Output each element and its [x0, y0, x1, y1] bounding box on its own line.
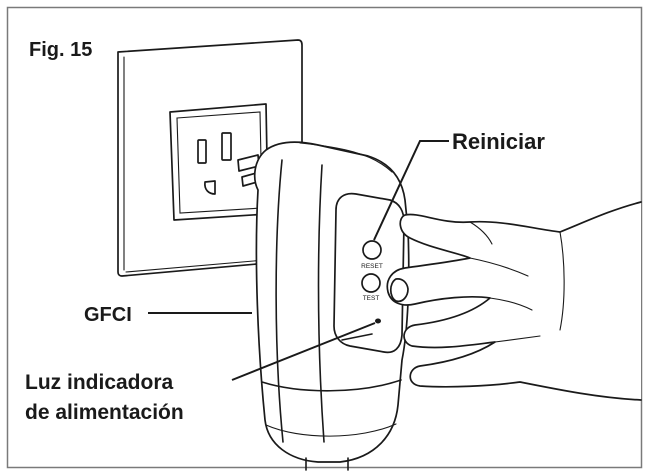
outlet-slot-right [221, 132, 232, 161]
figure-label: Fig. 15 [29, 39, 92, 61]
figure-frame [6, 6, 643, 469]
indicator-light [375, 318, 381, 324]
gfci-device: RESET TEST [253, 141, 410, 471]
callout-indicator-light: Luz indicadora de alimentación [25, 322, 376, 424]
wall-outlet [169, 103, 269, 221]
test-button-text: TEST [363, 295, 380, 302]
outlet-slot-left [197, 139, 207, 164]
hand [386, 201, 642, 401]
outlet-ground-hole [204, 180, 216, 195]
callout-indicator-line2: de alimentación [25, 401, 184, 424]
reset-button-text: RESET [361, 263, 383, 270]
gfci-front-panel [333, 192, 405, 354]
callout-reset-label: Reiniciar [452, 129, 545, 154]
callout-gfci: GFCI [84, 304, 252, 326]
callout-gfci-label: GFCI [84, 304, 132, 326]
fingernail [389, 278, 409, 303]
gfci-vent-slot [341, 333, 373, 341]
reset-button [362, 240, 382, 260]
test-button [361, 273, 381, 293]
callout-indicator-line1: Luz indicadora [25, 371, 174, 394]
callout-reset: Reiniciar [373, 129, 545, 241]
